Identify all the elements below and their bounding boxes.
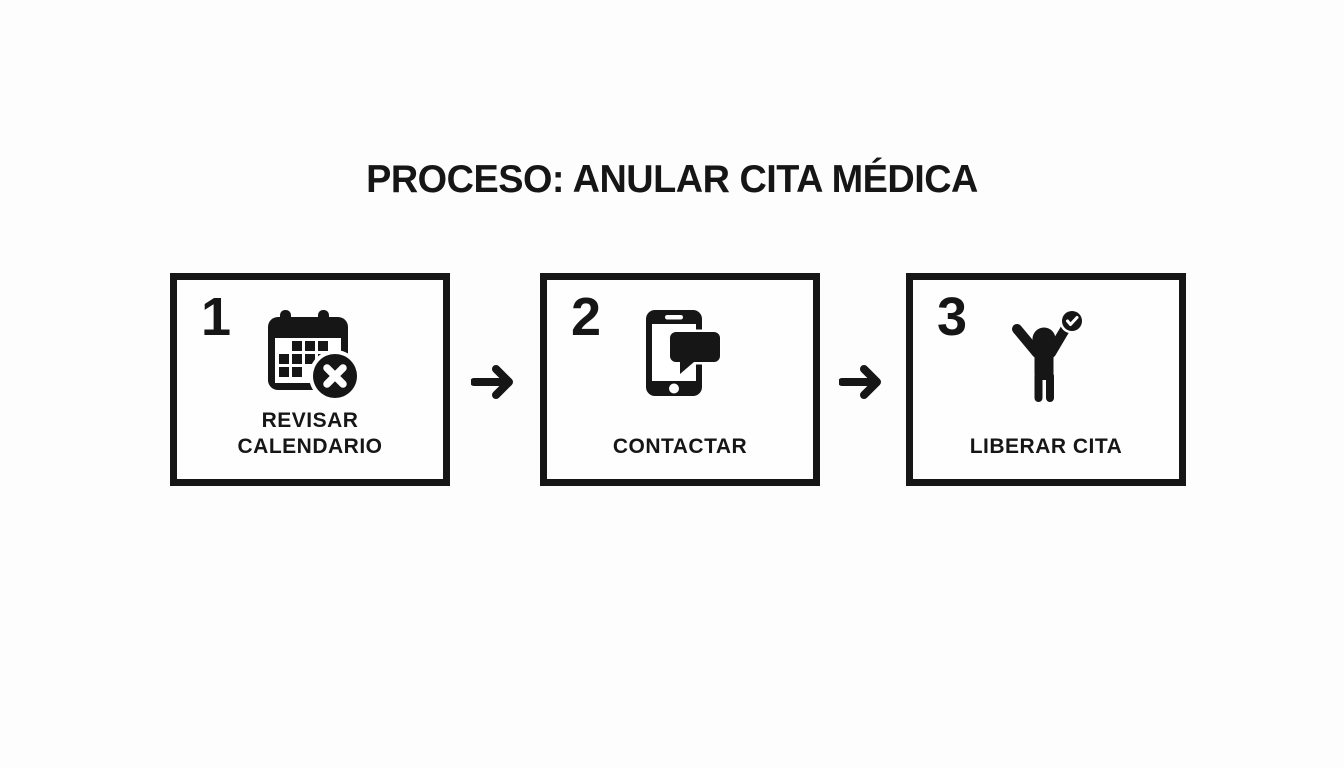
diagram-title: PROCESO: ANULAR CITA MÉDICA — [366, 158, 978, 201]
calendar-cancel-icon — [268, 310, 361, 402]
step-box-liberar-cita: 3 LIBERAR CITA — [906, 273, 1186, 486]
step-box-contactar: 2 CONTACTAR — [540, 273, 820, 486]
step-label: CONTACTAR — [612, 435, 748, 458]
step-number: 1 — [201, 287, 232, 347]
step-box-revisar-calendario: 1 REVISAR CALENDARIO — [170, 273, 450, 486]
step-number: 3 — [937, 287, 968, 347]
step-icon-area — [177, 308, 443, 412]
arrow-right-icon — [471, 365, 513, 399]
arrow-right-icon — [839, 365, 881, 399]
step-number: 2 — [571, 287, 602, 347]
step-label: REVISAR CALENDARIO — [237, 409, 383, 458]
person-success-icon — [1012, 308, 1085, 402]
step-icon-area — [547, 308, 813, 412]
step-icon-area — [913, 308, 1179, 412]
step-label: LIBERAR CITA — [969, 435, 1123, 458]
phone-message-icon — [646, 310, 723, 396]
